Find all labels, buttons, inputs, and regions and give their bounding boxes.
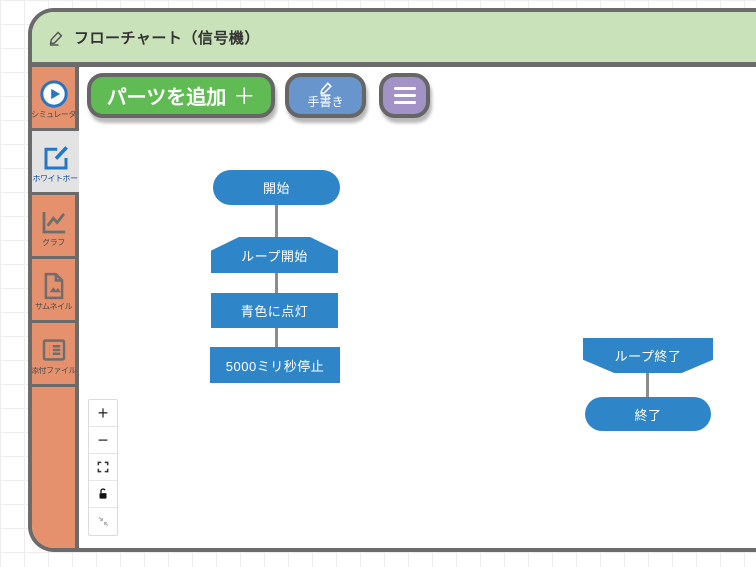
plus-icon: + xyxy=(97,402,109,423)
handwriting-button[interactable]: 手書き xyxy=(285,73,366,118)
connector-loopstart-blue xyxy=(275,272,278,294)
plus-icon: ＋ xyxy=(233,83,256,109)
hamburger-menu-icon xyxy=(393,87,416,90)
node-end[interactable]: 終了 xyxy=(585,397,711,431)
sidebar-item-label: 添付ファイル xyxy=(31,367,76,375)
sidebar-item-graph[interactable]: グラフ xyxy=(32,195,79,259)
handwriting-label: 手書き xyxy=(307,95,344,110)
sidebar-filler xyxy=(32,387,79,548)
line-chart-icon xyxy=(39,207,69,237)
sidebar-item-simulator[interactable]: シミュレータ xyxy=(32,67,79,131)
add-parts-label: パーツを追加 xyxy=(106,87,227,109)
zoom-controls: + − xyxy=(88,399,118,536)
fit-screen-button[interactable] xyxy=(89,454,117,481)
connector-blue-wait xyxy=(275,327,278,348)
sidebar-item-thumbnail[interactable]: サムネイル xyxy=(32,259,79,323)
flowchart-window: フローチャート（信号機） シミュレータ xyxy=(28,8,756,552)
sidebar-item-whiteboard[interactable]: ホワイトボード xyxy=(32,131,79,195)
play-circle-icon xyxy=(39,79,69,109)
thumbnail-image-icon xyxy=(39,271,69,301)
zoom-in-button[interactable]: + xyxy=(89,400,117,427)
minus-icon: − xyxy=(97,429,109,450)
node-wait-5000ms[interactable]: 5000ミリ秒停止 xyxy=(210,347,340,383)
collapse-icon xyxy=(97,515,110,528)
connector-loopend-end xyxy=(646,372,649,398)
lock-button[interactable] xyxy=(89,481,117,508)
sidebar-item-attachments[interactable]: 添付ファイル xyxy=(32,323,79,387)
node-loop-end[interactable]: ループ終了 xyxy=(583,338,713,373)
node-loop-start[interactable]: ループ開始 xyxy=(211,237,338,273)
sidebar-item-label: ホワイトボード xyxy=(32,175,79,183)
sidebar-item-label: サムネイル xyxy=(34,303,73,311)
node-start[interactable]: 開始 xyxy=(213,170,340,205)
menu-button[interactable] xyxy=(379,73,430,118)
whiteboard-edit-icon xyxy=(41,143,71,173)
sidebar-item-label: グラフ xyxy=(42,239,65,247)
collapse-button[interactable] xyxy=(89,508,117,535)
whiteboard-canvas[interactable]: パーツを追加 ＋ 手書き xyxy=(79,67,756,548)
pencil-icon xyxy=(317,81,335,97)
zoom-out-button[interactable]: − xyxy=(89,427,117,454)
lock-icon xyxy=(96,487,110,501)
sidebar: シミュレータ ホワイトボード グラフ xyxy=(32,67,79,548)
attachment-list-icon xyxy=(39,335,69,365)
page-title: フローチャート（信号機） xyxy=(74,29,260,47)
connector-start-loopstart xyxy=(275,204,278,238)
add-parts-button[interactable]: パーツを追加 ＋ xyxy=(87,73,275,118)
sidebar-item-label: シミュレータ xyxy=(31,111,76,119)
node-set-blue[interactable]: 青色に点灯 xyxy=(211,293,338,328)
window-titlebar: フローチャート（信号機） xyxy=(32,12,756,67)
fit-screen-icon xyxy=(96,460,110,474)
edit-title-icon[interactable] xyxy=(48,29,65,46)
